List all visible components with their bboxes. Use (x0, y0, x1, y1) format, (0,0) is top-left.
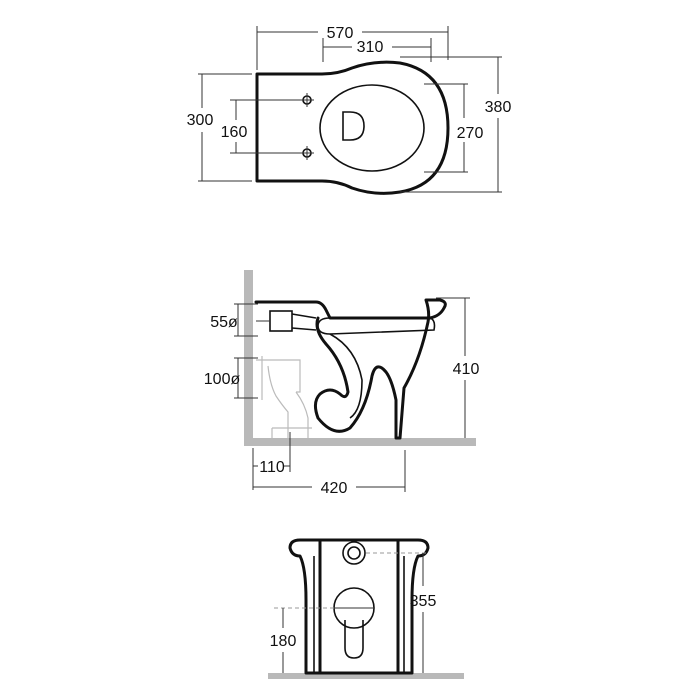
front-outlet (333, 587, 375, 659)
dim-55: 55ø (210, 303, 258, 337)
dim-270: 270 (424, 83, 484, 173)
top-view: 570 310 300 160 (187, 25, 512, 195)
seat-opening (319, 84, 425, 172)
side-seat (317, 317, 436, 335)
dim-110-label: 110 (259, 459, 285, 476)
dim-55-label: 55ø (210, 314, 238, 331)
dim-310: 310 (322, 38, 432, 62)
side-view: 55ø 100ø 410 110 420 (204, 270, 480, 497)
dim-570-label: 570 (327, 25, 354, 42)
front-floor (268, 673, 464, 679)
dim-355: 355 (366, 552, 437, 673)
drain-opening (342, 111, 365, 141)
dim-310-label: 310 (357, 39, 384, 56)
dim-300-label: 300 (187, 112, 214, 129)
dim-355-label: 355 (410, 593, 437, 610)
floor (244, 438, 476, 446)
front-view: 355 180 (268, 538, 464, 679)
dim-300: 300 (187, 73, 252, 182)
dim-180-label: 180 (270, 633, 297, 650)
side-body-outline (254, 298, 447, 440)
front-body-outline (288, 538, 430, 675)
dim-570: 570 (256, 25, 449, 70)
dim-420-label: 420 (321, 480, 348, 497)
outlet-pipe (256, 356, 312, 438)
dim-160-label: 160 (221, 124, 248, 141)
dim-410: 410 (436, 297, 480, 438)
dim-270-label: 270 (457, 125, 484, 142)
dim-410-label: 410 (453, 361, 480, 378)
dim-180: 180 (270, 607, 334, 673)
dim-100-label: 100ø (204, 371, 241, 388)
fixing-hole-top (300, 93, 314, 107)
side-inlet (256, 310, 317, 332)
side-trap (329, 333, 363, 419)
fixing-hole-bottom (300, 146, 314, 160)
dim-420: 420 (253, 450, 406, 497)
dim-380-label: 380 (485, 99, 512, 116)
top-view-outline (255, 60, 450, 195)
dim-110: 110 (252, 432, 291, 490)
dim-100: 100ø (204, 357, 258, 399)
dim-380: 380 (400, 56, 512, 193)
dim-160: 160 (221, 99, 300, 154)
front-inlet (342, 541, 366, 565)
